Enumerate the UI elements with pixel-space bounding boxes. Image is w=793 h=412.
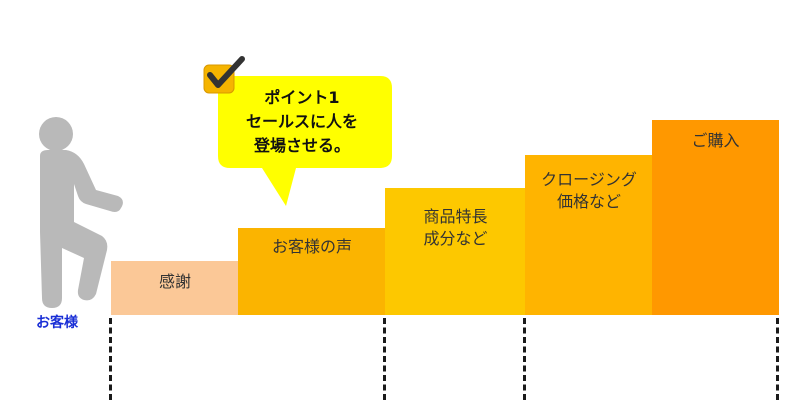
step-purchase-label: ご購入 (691, 131, 740, 150)
walking-person-icon (39, 117, 123, 308)
step-gratitude: 感謝 (111, 261, 239, 315)
step-closing-line1: クロージング (541, 170, 637, 189)
dashed-divider (523, 318, 526, 400)
step-purchase: ご購入 (652, 120, 779, 315)
callout-line-3: 登場させる。 (253, 136, 350, 155)
dashed-divider (109, 318, 112, 400)
callout-text: ポイント1 セールスに人を 登場させる。 (218, 86, 386, 158)
checkmark-icon (203, 56, 245, 94)
step-closing-line2: 価格など (556, 192, 621, 211)
dashed-divider (383, 318, 386, 400)
callout-line-1: ポイント1 (264, 88, 340, 107)
callout-bubble (218, 76, 392, 206)
step-closing: クロージング 価格など (525, 155, 653, 315)
step-product-features-line1: 商品特長 (423, 207, 488, 226)
callout-line-2: セールスに人を (245, 112, 358, 131)
step-gratitude-label: 感謝 (158, 272, 191, 291)
step-product-features: 商品特長 成分など (385, 188, 526, 315)
step-customer-voice-label: お客様の声 (271, 237, 352, 256)
dashed-divider (776, 318, 779, 400)
step-customer-voice: お客様の声 (238, 228, 386, 315)
customer-label: お客様 (36, 315, 78, 331)
step-product-features-line2: 成分など (423, 229, 488, 248)
